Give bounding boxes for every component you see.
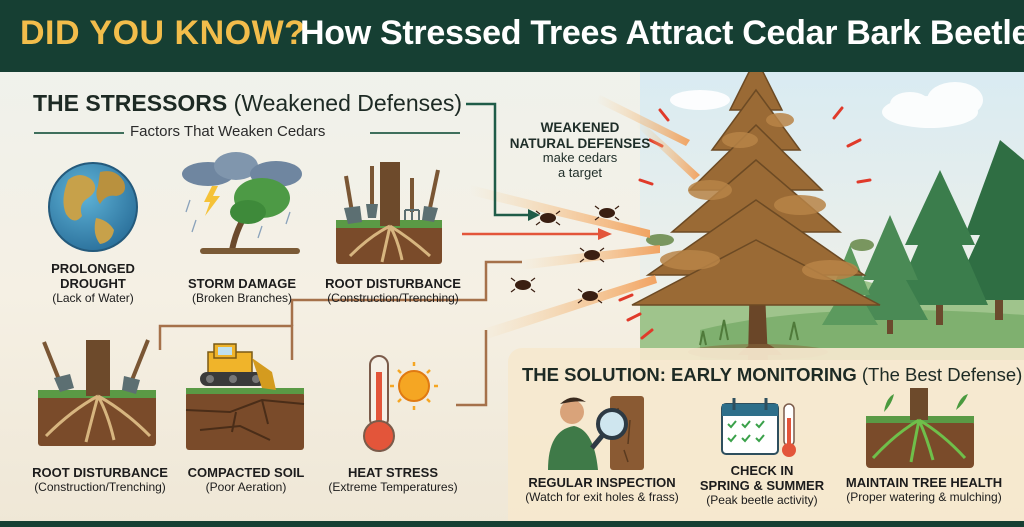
calendar-thermometer-icon (721, 398, 796, 457)
stressor-storm-damage: STORM DAMAGE (Broken Branches) (172, 276, 312, 306)
solution-label-2: SPRING & SUMMER (699, 477, 825, 493)
divider (370, 132, 460, 134)
stress-marks (618, 106, 872, 340)
solution-label: REGULAR INSPECTION (528, 475, 676, 490)
stressor-label: PROLONGED DROUGHT (51, 261, 135, 291)
solution-maintain-tree-health: MAINTAIN TREE HEALTH (Proper watering & … (834, 475, 1014, 505)
root-tools-icon (38, 339, 156, 446)
solution-check-spring-summer: CHECK IN SPRING & SUMMER (Peak beetle ac… (688, 463, 836, 508)
weakened-line3: make cedars (542, 150, 618, 166)
weakened-line2: NATURAL DEFENSES (509, 135, 651, 151)
stressor-root-disturbance: ROOT DISTURBANCE (Construction/Trenching… (318, 276, 468, 306)
magnifier-inspector-icon (548, 396, 644, 470)
stressor-detail: (Construction/Trenching) (34, 479, 166, 494)
stressor-label: ROOT DISTURBANCE (32, 465, 168, 480)
stressors-title: THE STRESSORS (Weakened Defenses) (33, 90, 462, 117)
weakened-defenses-callout: WEAKENED NATURAL DEFENSES make cedars a … (495, 120, 665, 181)
header-banner: DID YOU KNOW? How Stressed Trees Attract… (0, 0, 1024, 72)
flow-connectors (158, 260, 522, 407)
stressor-detail: (Lack of Water) (52, 290, 134, 305)
weakened-line4: a target (557, 164, 603, 180)
beetle-legs (510, 205, 620, 304)
header-highlight: DID YOU KNOW? (20, 14, 306, 52)
cloud-icon (670, 82, 983, 128)
footer-bar (0, 521, 1024, 527)
stressor-detail: (Broken Branches) (191, 290, 293, 305)
bulldozer-soil-icon (185, 343, 305, 450)
solution-detail: (Peak beetle activity) (706, 492, 818, 507)
solution-title-main: THE SOLUTION: EARLY MONITORING (522, 364, 857, 385)
solution-label: CHECK IN (730, 463, 794, 478)
stressor-compacted-soil: COMPACTED SOIL (Poor Aeration) (178, 465, 314, 495)
stressor-heat-stress: HEAT STRESS (Extreme Temperatures) (318, 465, 468, 495)
solution-regular-inspection: REGULAR INSPECTION (Watch for exit holes… (512, 475, 692, 505)
solution-title-paren: (The Best Defense) (861, 364, 1023, 385)
stressors-title-paren: (Weakened Defenses) (233, 90, 463, 116)
stressor-detail: (Construction/Trenching) (327, 290, 459, 305)
stressor-drought: PROLONGED DROUGHT (Lack of Water) (28, 261, 158, 306)
stressors-subtitle: Factors That Weaken Cedars (130, 123, 326, 140)
arrowhead-icon (528, 209, 540, 221)
arrowhead-icon (598, 228, 612, 240)
header-title: How Stressed Trees Attract Cedar Bark Be… (300, 14, 1024, 52)
globe-icon (48, 162, 138, 252)
stressor-detail: (Extreme Temperatures) (328, 479, 458, 494)
weakened-line1: WEAKENED (540, 120, 620, 135)
solution-detail: (Watch for exit holes & frass) (525, 489, 679, 504)
stressor-label: ROOT DISTURBANCE (325, 276, 461, 291)
flow-arrows (466, 102, 528, 217)
healthy-roots-icon (866, 388, 974, 468)
root-tools-icon (336, 162, 442, 264)
thermometer-sun-icon (363, 355, 438, 452)
solution-label: MAINTAIN TREE HEALTH (845, 475, 1003, 490)
cedar-bark-beetle-icon (515, 208, 615, 301)
storm-tree-icon (182, 152, 302, 254)
stressor-detail: (Poor Aeration) (205, 479, 287, 494)
stressor-label: COMPACTED SOIL (187, 465, 305, 480)
divider (34, 132, 124, 134)
stressor-label: STORM DAMAGE (187, 276, 297, 291)
stressor-label: HEAT STRESS (347, 465, 439, 480)
solution-detail: (Proper watering & mulching) (846, 489, 1002, 504)
stressor-root-disturbance-2: ROOT DISTURBANCE (Construction/Trenching… (20, 465, 180, 495)
stressors-title-main: THE STRESSORS (33, 90, 228, 116)
solution-title: THE SOLUTION: EARLY MONITORING (The Best… (522, 364, 1022, 386)
